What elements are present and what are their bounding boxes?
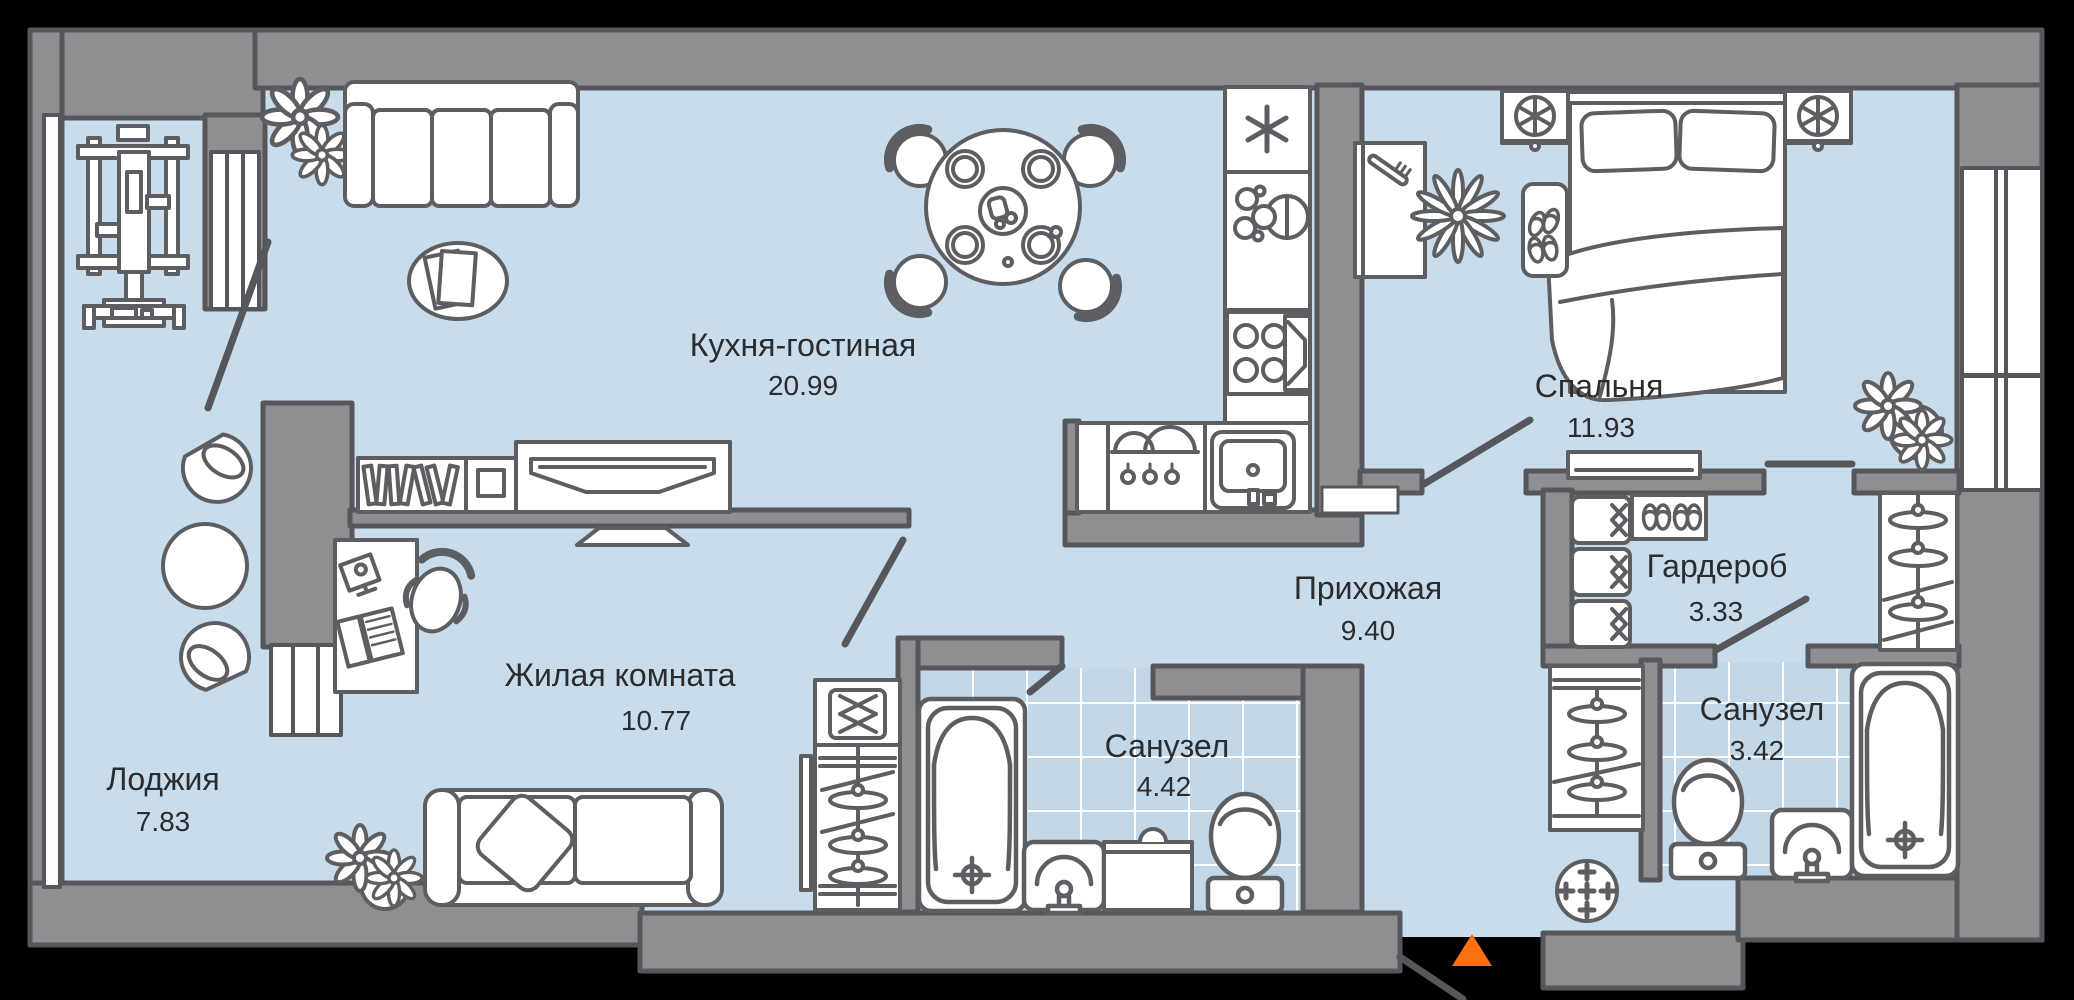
area-bathroom-main: 4.42 (1137, 771, 1192, 802)
ac-fan-icon (1500, 89, 1570, 152)
doors (204, 238, 1856, 1000)
washing-machine-icon (1102, 827, 1194, 912)
kettle-cups-icon (1233, 184, 1310, 243)
wall (1062, 507, 1365, 548)
label-living-room: Жилая комната (504, 657, 735, 693)
washbasin-icon (1024, 842, 1104, 913)
area-hallway: 9.40 (1341, 615, 1396, 646)
door-swing-icon (841, 536, 907, 648)
tv-console-icon (514, 440, 732, 547)
bed-icon (1546, 90, 1791, 403)
bathtub-icon (1852, 664, 1958, 876)
ac-fan-icon (1783, 89, 1853, 152)
desk-laptop-icon (333, 538, 419, 694)
entrance-triangle-icon (1452, 934, 1492, 966)
wall (637, 910, 1403, 974)
dining-table-icon (878, 118, 1131, 327)
storage-boxes-icon (1570, 495, 1632, 545)
office-chair-icon (402, 547, 476, 634)
wall (27, 27, 266, 121)
wall (1540, 643, 1718, 669)
bathtub-icon (919, 699, 1025, 911)
area-bedroom: 11.93 (1567, 412, 1635, 443)
door-swing-icon (1420, 416, 1534, 488)
duct-box (1320, 485, 1400, 515)
wall (1851, 468, 1962, 496)
comb-cabinet-icon (1353, 141, 1427, 279)
round-table-icon (161, 522, 249, 610)
windows (42, 113, 2044, 889)
exercise-machine-icon (76, 124, 190, 330)
plant-icon (325, 823, 424, 911)
bedroom-window-icon (1960, 166, 2044, 377)
area-wardrobe: 3.33 (1689, 596, 1744, 627)
fridge-icon (1245, 104, 1289, 154)
wall (1540, 930, 1746, 991)
plant-icon (1853, 371, 1954, 472)
wall (1540, 487, 1575, 667)
hanger-rail-icon (1548, 664, 1645, 832)
storage-boxes-icon (1570, 599, 1632, 649)
bookshelf-icon (356, 456, 468, 514)
dresser-icon (1566, 450, 1702, 480)
label-kitchen-living: Кухня-гостиная (690, 327, 916, 363)
box-shelf-icon (464, 456, 518, 514)
wall (1300, 663, 1365, 915)
washbasin-icon (1772, 810, 1852, 881)
wall (895, 635, 1065, 671)
label-hallway: Прихожая (1294, 570, 1442, 606)
closet-hangers-icon (799, 678, 902, 912)
door-swing-icon (1396, 953, 1467, 1000)
coffee-table-icon (407, 241, 509, 321)
area-kitchen-living: 20.99 (768, 370, 838, 401)
window-icon (269, 643, 343, 737)
sofa-icon (343, 80, 580, 208)
toilet-icon (1208, 794, 1282, 912)
stove-icon (1225, 310, 1312, 396)
area-bathroom-master: 3.42 (1730, 735, 1785, 766)
wardrobe-window-icon (1960, 374, 2044, 492)
kitchen-counter (1075, 85, 1312, 514)
shoe-shelf-icon (1630, 493, 1708, 541)
hanger-rail-icon (1878, 491, 1959, 652)
area-loggia: 7.83 (136, 806, 191, 837)
room-labels: Кухня-гостиная 20.99 Спальня 11.93 Прихо… (106, 327, 1824, 837)
label-bedroom: Спальня (1535, 368, 1664, 404)
area-living-room: 10.77 (621, 705, 691, 736)
storage-boxes-icon (1570, 547, 1632, 597)
label-bathroom-main: Санузел (1105, 728, 1230, 764)
dish-rack-icon (1110, 425, 1200, 485)
toilet-icon (1671, 760, 1745, 878)
door-swing-icon (1026, 662, 1066, 696)
kitchen-sink-icon (1210, 430, 1296, 510)
sofa-icon (423, 788, 724, 907)
loggia-glazing-window-icon (42, 113, 62, 889)
label-bathroom-master: Санузел (1700, 691, 1825, 727)
door-swing-icon (204, 238, 272, 412)
furniture (76, 79, 1959, 923)
label-loggia: Лоджия (106, 761, 219, 797)
wall (252, 27, 2045, 91)
wall (1150, 663, 1316, 701)
label-wardrobe: Гардероб (1647, 548, 1788, 584)
nightstand-icon (1521, 182, 1569, 278)
vent-plus-icon (1555, 859, 1619, 923)
door-swing-icon (1712, 595, 1810, 654)
